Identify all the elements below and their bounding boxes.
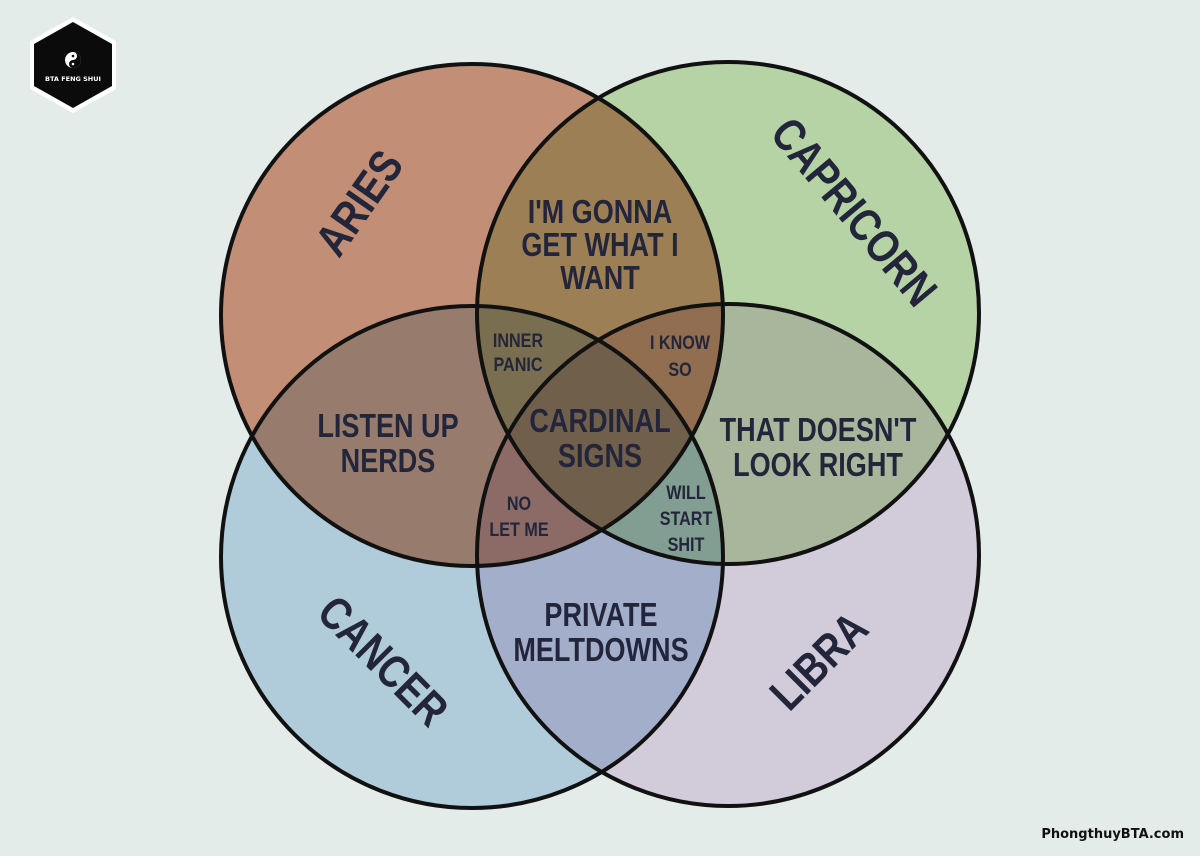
region-capricorn-cancer-libra: WILL START SHIT [660, 482, 713, 556]
region-text: I KNOW [650, 332, 710, 354]
region-text: CARDINAL [529, 404, 670, 440]
capricorn-outline [475, 60, 981, 566]
region-text: WANT [560, 261, 640, 297]
aries-outline [219, 62, 725, 568]
region-capricorn-libra: THAT DOESN'T LOOK RIGHT [720, 413, 917, 484]
libra-outline [475, 302, 981, 808]
region-text: NO [507, 493, 531, 515]
region-aries-capricorn-cancer: INNER PANIC [493, 330, 543, 376]
region-text: PRIVATE [544, 598, 657, 634]
circle-outlines [219, 60, 981, 810]
region-text: THAT DOESN'T [720, 413, 917, 449]
region-text: SO [668, 359, 691, 381]
yin-yang-icon [65, 52, 81, 68]
region-text: SIGNS [558, 439, 642, 475]
region-text: MELTDOWNS [513, 633, 688, 669]
logo-text: BTA FENG SHUI [45, 75, 101, 83]
region-text: GET WHAT I [521, 228, 678, 264]
region-cancer-libra: PRIVATE MELTDOWNS [513, 598, 688, 669]
cancer-outline [219, 304, 725, 810]
libra-circle [477, 304, 979, 806]
region-aries-capricorn-libra: I KNOW SO [650, 332, 710, 381]
region-text: WILL [666, 482, 706, 504]
region-text: LISTEN UP [317, 409, 458, 445]
circle-fills [221, 62, 979, 808]
bta-logo: BTA FENG SHUI [30, 17, 116, 113]
region-text: START [660, 508, 713, 530]
region-text: I'M GONNA [528, 195, 673, 231]
region-text: NERDS [341, 444, 436, 480]
region-text: INNER [493, 330, 543, 352]
region-all: CARDINAL SIGNS [529, 404, 670, 475]
region-text: LOOK RIGHT [733, 448, 903, 484]
region-text: LET ME [489, 519, 548, 541]
region-aries-cancer-libra: NO LET ME [489, 493, 548, 541]
region-text: PANIC [493, 354, 542, 376]
region-aries-capricorn: I'M GONNA GET WHAT I WANT [521, 195, 678, 297]
region-text: SHIT [668, 534, 705, 556]
watermark: PhongthuyBTA.com [1041, 827, 1184, 842]
region-aries-cancer: LISTEN UP NERDS [317, 409, 458, 480]
